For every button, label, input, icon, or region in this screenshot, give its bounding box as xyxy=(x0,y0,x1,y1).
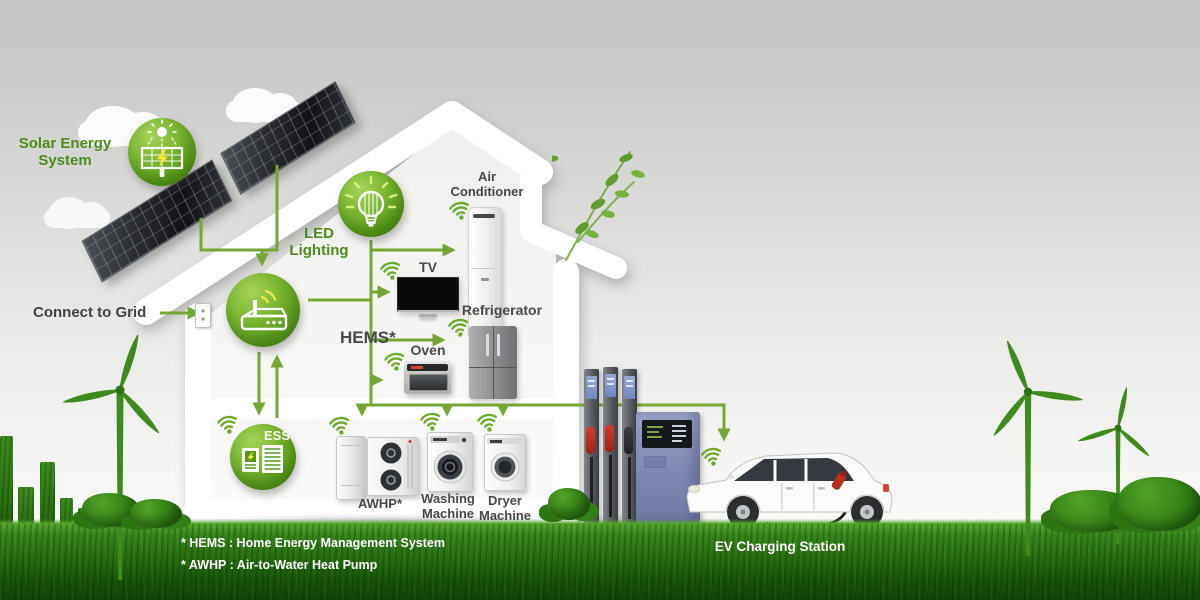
awhp-tank-seam xyxy=(341,485,361,486)
led-lighting-label: LED Lighting xyxy=(282,225,356,260)
washer-door xyxy=(433,450,467,484)
car-door-handle xyxy=(818,487,825,490)
grass-field xyxy=(0,519,1200,600)
tv-label: TV xyxy=(419,259,437,275)
ev-pump-tower xyxy=(603,367,618,523)
awhp-outdoor-unit xyxy=(367,437,419,496)
car-windows xyxy=(734,458,854,481)
led-label-line2: Lighting xyxy=(289,241,349,259)
led-label-line1: LED xyxy=(304,225,334,242)
grass-building xyxy=(0,436,13,540)
ess-node: ESS xyxy=(230,424,296,490)
hems-label: HEMS* xyxy=(340,328,396,347)
ev-pump-nozzle xyxy=(624,427,633,454)
solar-node xyxy=(128,118,196,186)
ac-vent xyxy=(473,214,495,218)
edge-to-ev xyxy=(358,403,731,442)
ev-pump-label xyxy=(605,374,616,397)
footnote-hems: * HEMS : Home Energy Management System xyxy=(181,536,445,550)
refrigerator-unit xyxy=(469,326,517,399)
refrigerator-label: Refrigerator xyxy=(461,302,543,318)
oven-label: Oven xyxy=(410,342,446,358)
ev-pump-tower xyxy=(584,369,599,523)
solar-label-line1: Solar Energy xyxy=(18,135,112,152)
air-conditioner-label: Air Conditioner xyxy=(441,169,533,199)
awhp-tank-seam xyxy=(341,445,361,446)
washer-control-panel xyxy=(430,436,469,443)
dryer-display xyxy=(490,439,502,443)
ev-pump-hose xyxy=(628,457,631,519)
dryer-label-line1: Dryer xyxy=(488,493,522,508)
ev-pump-nozzle xyxy=(605,425,614,452)
roof-left-slope xyxy=(133,101,553,325)
hems-node xyxy=(226,273,300,347)
washer-dial xyxy=(462,437,466,442)
tv-stand xyxy=(419,314,437,317)
ac-seam xyxy=(473,268,495,269)
oven-display xyxy=(411,366,423,369)
ev-station-display xyxy=(642,420,692,448)
awhp-label: AWHP* xyxy=(357,496,403,511)
fridge-door-split xyxy=(492,326,494,399)
fridge-drawer-seam xyxy=(469,367,517,368)
washing-label-line2: Machine xyxy=(421,505,474,521)
dryer-machine-label: Dryer Machine xyxy=(474,493,536,524)
oven-window xyxy=(409,374,448,391)
ac-label-line1: Air xyxy=(477,169,497,184)
cloud xyxy=(44,197,110,229)
ess-battery-icon xyxy=(242,445,283,473)
car-mirror xyxy=(729,475,734,479)
car-door-handle xyxy=(786,487,793,490)
solar-node-label: Solar Energy System xyxy=(8,135,122,170)
led-bulb-icon xyxy=(344,175,398,227)
dryer-control-panel xyxy=(487,438,522,444)
charging-plug xyxy=(831,470,847,490)
wind-turbine xyxy=(993,340,1083,556)
ev-pump-label xyxy=(586,376,597,399)
dryer-label-line2: Machine xyxy=(474,508,536,524)
grid-wall-socket xyxy=(195,303,211,328)
fridge-handle xyxy=(497,334,500,356)
washer-display xyxy=(433,438,447,441)
leaf-branch-decoration xyxy=(552,151,645,261)
ev-pump-tower xyxy=(622,369,637,523)
car-headlight xyxy=(688,485,700,493)
roof-secondary-slope xyxy=(522,221,627,279)
ac-display xyxy=(481,278,489,281)
ess-label: ESS xyxy=(264,428,291,443)
footnote-awhp: * AWHP : Air-to-Water Heat Pump xyxy=(181,558,378,572)
led-lighting-node xyxy=(338,171,404,237)
edge-solar-collector xyxy=(199,165,279,252)
car-taillight xyxy=(883,484,889,492)
ev-pump-hose xyxy=(590,457,593,519)
awhp-fans xyxy=(380,440,413,491)
bush xyxy=(548,488,590,520)
ev-station-body xyxy=(636,412,700,523)
ac-label-line2: Conditioner xyxy=(450,183,524,199)
washing-label-line1: Washing xyxy=(421,491,475,506)
ev-pump-label xyxy=(624,376,635,399)
bush xyxy=(130,499,182,528)
air-conditioner-unit xyxy=(468,207,502,337)
ev-pump-nozzle xyxy=(586,427,595,454)
dryer-door xyxy=(490,452,520,482)
washing-machine-unit xyxy=(427,432,473,492)
ev-station-keypad xyxy=(644,456,666,468)
washing-machine-label: Washing Machine xyxy=(415,491,481,521)
solar-panel-sun-icon xyxy=(140,119,184,177)
oven-unit xyxy=(404,361,451,394)
ev-charging-station-label: EV Charging Station xyxy=(714,539,846,554)
bush xyxy=(1118,477,1200,531)
solar-label-line2: System xyxy=(38,151,92,169)
fridge-handle xyxy=(486,334,489,356)
wind-turbine xyxy=(63,334,160,580)
oven-control-panel xyxy=(407,364,448,371)
tv-unit xyxy=(397,277,459,317)
dryer-machine-unit xyxy=(484,434,526,491)
connect-to-grid-label: Connect to Grid xyxy=(33,304,147,321)
hems-router-icon xyxy=(240,289,288,331)
awhp-tank-unit xyxy=(336,436,366,500)
ev-pump-hose xyxy=(609,455,612,517)
